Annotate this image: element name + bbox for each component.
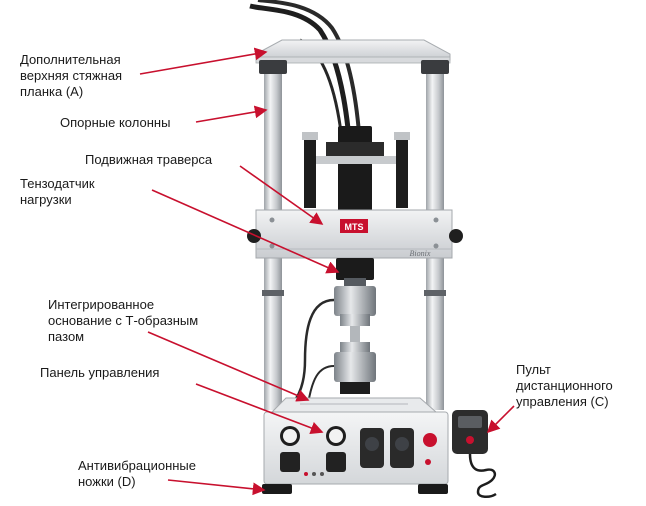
label-columns: Опорные колонны [60,115,171,130]
label-crosshead: Подвижная траверса [85,152,213,167]
foot-left [262,484,292,494]
control-cabinet [263,411,449,485]
actuator-body [338,126,372,212]
arrow-columns [195,105,268,123]
left-column-ring [262,290,284,296]
gauge-right-face [329,429,343,443]
remote-cable [468,453,497,498]
label-top-plate: Дополнительная верхняя стяжная планка (A… [20,52,123,99]
crosshead-knob-right [449,229,463,243]
label-control-panel: Панель управления [40,365,160,380]
tslot-base [270,397,438,413]
left-column-clamp-top [259,60,287,74]
lower-grip-jaw [340,342,370,354]
bolt-2 [269,243,275,249]
label-remote: Пульт дистанционного управления (С) [516,362,613,409]
right-cylinder [396,136,408,208]
foot-right [418,484,448,494]
upper-grip [334,286,376,316]
bolt-4 [433,243,439,249]
cable-1 [291,298,335,405]
indicator-light [425,459,431,465]
lower-grip [334,352,376,382]
model-text: Bionix [410,249,431,258]
arrow-control-panel [195,383,324,434]
status-dot-3 [320,472,324,476]
upper-grip-jaw [340,314,370,326]
arrow-feet [167,479,266,496]
load-cell-adapter [344,278,366,286]
label-base: Интегрированное основание с Т-образным п… [48,297,199,344]
valve-1 [280,452,300,472]
arrow-top-plate [139,47,268,75]
right-column-clamp-top [421,60,449,74]
crosshead-knob-left [247,229,261,243]
actuator-bracket [316,156,396,164]
bolt-3 [433,217,439,223]
brand-badge-text: MTS [345,222,364,232]
arrow-crosshead [239,165,324,225]
left-cylinder-cap [302,132,318,140]
remote-button [466,436,474,444]
right-column-ring [424,290,446,296]
right-cylinder-cap [394,132,410,140]
emergency-stop-icon [423,433,437,447]
brand-badge [340,219,368,233]
label-feet: Антивибрационные ножки (D) [78,458,197,489]
bolt-1 [269,217,275,223]
status-dot-1 [304,472,308,476]
label-load-cell: Тензодатчик нагрузки [20,176,95,207]
arrow-remote [486,405,515,434]
specimen [350,326,360,344]
actuator-manifold [326,142,384,160]
knob-2 [395,437,409,451]
load-cell-body [336,258,374,280]
valve-2 [326,452,346,472]
gauge-left-face [283,429,297,443]
remote-screen [458,416,482,428]
lower-grip-base [340,382,370,394]
left-cylinder [304,136,316,208]
knob-1 [365,437,379,451]
status-dot-2 [312,472,316,476]
arrow-load-cell [151,189,340,274]
arrow-base [147,331,310,402]
